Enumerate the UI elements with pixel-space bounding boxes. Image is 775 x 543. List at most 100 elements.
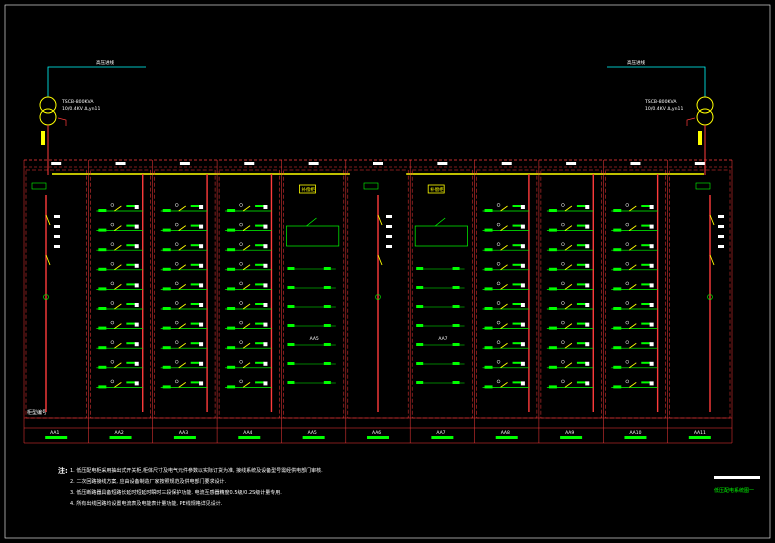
terminal-icon	[520, 283, 525, 288]
instrument-icon	[386, 245, 392, 248]
label-block	[255, 244, 265, 247]
terminal-icon	[585, 361, 590, 366]
panel-label: AA10	[629, 430, 641, 436]
breaker-icon	[162, 287, 171, 291]
label-block	[512, 224, 522, 227]
label-block	[641, 342, 651, 345]
panel-nameplate	[624, 436, 647, 439]
terminal-icon	[649, 205, 654, 209]
breaker-icon	[98, 209, 107, 212]
label-block	[255, 381, 265, 384]
switch-icon	[178, 323, 186, 329]
label-block	[255, 322, 265, 325]
meter-icon	[174, 360, 179, 364]
contactor-icon	[416, 286, 424, 289]
drawing-title: 低压配电系统图一	[714, 488, 755, 494]
breaker-icon	[227, 326, 236, 330]
terminal-icon	[520, 322, 525, 327]
switch-icon	[564, 205, 573, 212]
capacitor-icon	[323, 362, 331, 365]
breaker-icon	[227, 307, 236, 310]
terminal-icon	[199, 205, 204, 209]
meter-icon	[625, 203, 630, 207]
label-block	[641, 263, 651, 266]
instrument-icon	[386, 235, 392, 238]
contactor-icon	[416, 381, 424, 384]
isolator-icon	[377, 254, 383, 266]
meter-icon	[174, 262, 179, 266]
terminal-icon	[199, 224, 204, 229]
capacitor-icon	[452, 286, 460, 289]
terminal-icon	[520, 244, 525, 249]
meter-icon	[561, 320, 565, 325]
transformer-rating: TSCB-800KVA	[61, 99, 94, 105]
breaker-icon	[98, 307, 107, 310]
label-block	[190, 322, 200, 325]
switch-icon	[242, 284, 251, 290]
breaker-icon	[484, 228, 493, 232]
meter-icon	[561, 222, 565, 227]
meter-icon	[496, 360, 501, 364]
panel-header-tab	[308, 162, 319, 165]
panel-label: AA3	[179, 430, 188, 436]
cable-label: 高压进线	[96, 59, 114, 66]
meter-icon	[174, 320, 179, 325]
switch-icon	[242, 244, 251, 251]
panel-header-tab	[373, 162, 383, 165]
meter-icon	[239, 360, 243, 364]
meter-icon	[561, 301, 565, 305]
capacitor-switch	[434, 217, 446, 227]
terminal-icon	[134, 244, 139, 249]
capacitor-icon	[452, 305, 460, 308]
panel-label: AA7	[436, 430, 445, 436]
terminal-icon	[585, 263, 590, 268]
switch-icon	[114, 225, 122, 231]
panel-outline	[218, 169, 280, 419]
switch-icon	[564, 225, 573, 231]
capacitor-icon	[452, 343, 460, 346]
label-block	[190, 263, 200, 266]
label-block	[576, 263, 586, 266]
instrument-icon	[386, 215, 392, 218]
label-block	[512, 303, 522, 305]
transformer-primary-icon	[39, 96, 57, 114]
meter-icon	[625, 242, 630, 246]
switch-icon	[242, 323, 251, 329]
breaker-icon	[548, 385, 557, 389]
sheet-border	[4, 4, 771, 539]
terminal-icon	[585, 342, 590, 347]
terminal-icon	[585, 205, 590, 209]
switch-icon	[242, 382, 251, 388]
breaker-icon	[227, 385, 236, 389]
switch-icon	[629, 244, 637, 251]
meter-box	[363, 182, 379, 190]
capacitor-icon	[323, 343, 331, 346]
instrument-icon	[54, 215, 60, 218]
terminal-icon	[134, 303, 139, 307]
panel-outline	[411, 169, 473, 419]
panel-nameplate	[173, 436, 196, 439]
contactor-icon	[287, 343, 295, 346]
breaker-icon	[613, 365, 622, 369]
breaker-icon	[548, 287, 557, 291]
label-block	[126, 244, 136, 247]
switch-icon	[114, 382, 122, 388]
label-block	[512, 244, 522, 247]
contactor-icon	[287, 267, 295, 270]
breaker-icon	[162, 307, 171, 310]
switch-icon	[564, 342, 573, 349]
capacitor-icon	[323, 381, 331, 384]
panel-header-tab	[179, 162, 190, 165]
switch-icon	[629, 264, 637, 271]
meter-icon	[496, 301, 501, 305]
switch-icon	[114, 205, 122, 212]
label-block	[190, 303, 200, 305]
meter-icon	[110, 360, 115, 364]
label-block	[512, 342, 522, 345]
breaker-icon	[227, 346, 236, 350]
terminal-icon	[199, 322, 204, 327]
panel-label: AA1	[50, 430, 59, 436]
switch-icon	[500, 362, 508, 369]
